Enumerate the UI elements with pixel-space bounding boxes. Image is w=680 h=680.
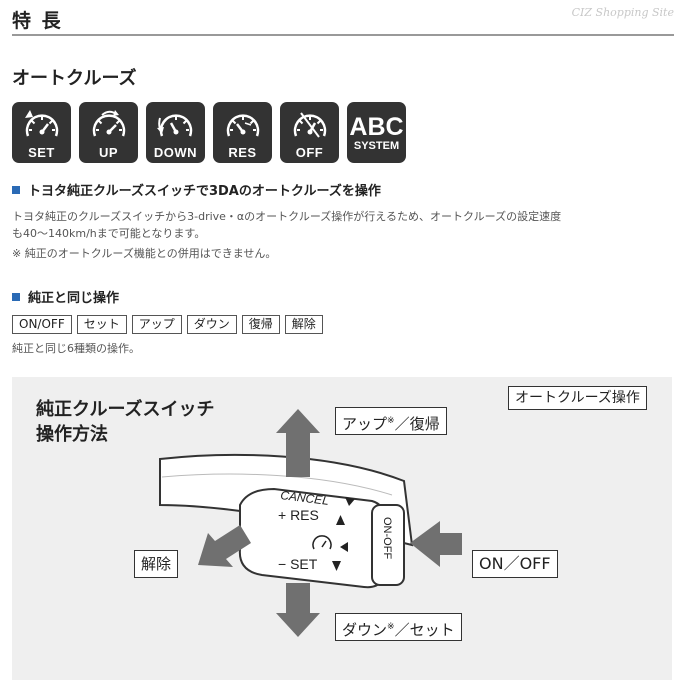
abc-text: ABC [349,112,404,141]
asterisk-mark: ※ [387,416,395,426]
res-icon: RES [213,102,272,163]
label-up-text: アップ [342,415,388,433]
feature1-line2: も40～140km/hまで可能となります。 [12,227,206,240]
res-triangle-icon [336,515,345,525]
chip-cancel: 解除 [284,315,323,334]
chip-set: セット [76,315,127,334]
function-icon-row: SET UP DOWN RES [12,102,406,163]
feature1-heading: トヨタ純正クルーズスイッチで3DAのオートクルーズを操作 [12,180,381,199]
direction-arrows [198,409,462,637]
operation-diagram-panel: 純正クルーズスイッチ 操作方法 オートクルーズ操作 CANCEL + RES −… [12,377,672,680]
feature1-line1: トヨタ純正のクルーズスイッチから3-drive・αのオートクルーズ操作が行えるた… [12,210,562,223]
diagram-title-line1: 純正クルーズスイッチ [36,399,215,420]
cancel-triangle-icon [345,497,355,506]
bullet-square-icon [12,292,20,301]
icon-label: SET [28,145,55,160]
abc-system-icon: ABC SYSTEM [347,102,406,163]
set-triangle-icon [332,561,341,571]
label-onoff: ON／OFF [472,550,558,578]
switch-onoff-text: ON-OFF [381,517,393,559]
label-down-text: ダウン [342,621,388,639]
down-icon: DOWN [146,102,205,163]
label-down-set: ダウン※／セット [335,613,462,641]
up-icon: UP [79,102,138,163]
operation-chip-row: ON/OFF セット アップ ダウン 復帰 解除 [12,315,323,334]
arrow-down-icon [276,583,320,637]
label-down-tail: ／セット [394,621,455,639]
set-icon: SET [12,102,71,163]
left-triangle-icon [340,542,348,552]
icon-label: DOWN [153,145,198,160]
feature1-note: ※ 純正のオートクルーズ機能との併用はできません。 [12,247,277,260]
page-heading: 特 長 [12,10,63,32]
arrow-onoff-icon [410,521,462,567]
asterisk-mark: ※ [387,622,395,632]
label-up-resume: アップ※／復帰 [335,407,447,435]
chip-resume: 復帰 [241,315,280,334]
chip-down: ダウン [186,315,237,334]
feature2-heading-text: 純正と同じ操作 [28,291,120,306]
site-watermark: CIZ Shopping Site [571,6,674,19]
label-cancel: 解除 [134,550,179,578]
heading-divider [12,34,674,36]
chip-up: アップ [131,315,182,334]
auto-cruise-tag: オートクルーズ操作 [508,386,647,410]
switch-set-text: − SET [278,556,318,572]
arrow-left-icon [198,525,251,567]
icon-label: RES [228,145,257,160]
chip-onoff: ON/OFF [12,315,72,334]
icon-label: UP [98,145,119,160]
switch-cancel-text: CANCEL [280,488,330,508]
bullet-square-icon [12,185,20,194]
off-icon: OFF [280,102,339,163]
icon-label: SYSTEM [353,139,400,152]
switch-res-text: + RES [278,507,319,523]
feature2-heading: 純正と同じ操作 [12,287,119,306]
diagram-title-line2: 操作方法 [36,424,108,445]
cruise-switch-illustration: CANCEL + RES − SET ON-OFF [159,409,462,637]
icon-label: OFF [295,145,324,160]
cruise-symbol-icon [312,535,332,550]
section-title: オートクルーズ [12,68,137,89]
diagram-title: 純正クルーズスイッチ 操作方法 [36,397,215,447]
feature1-heading-text: トヨタ純正クルーズスイッチで3DAのオートクルーズを操作 [28,184,381,199]
feature2-note: 純正と同じ6種類の操作。 [12,342,140,355]
label-up-tail: ／復帰 [394,415,440,433]
arrow-up-icon [276,409,320,477]
